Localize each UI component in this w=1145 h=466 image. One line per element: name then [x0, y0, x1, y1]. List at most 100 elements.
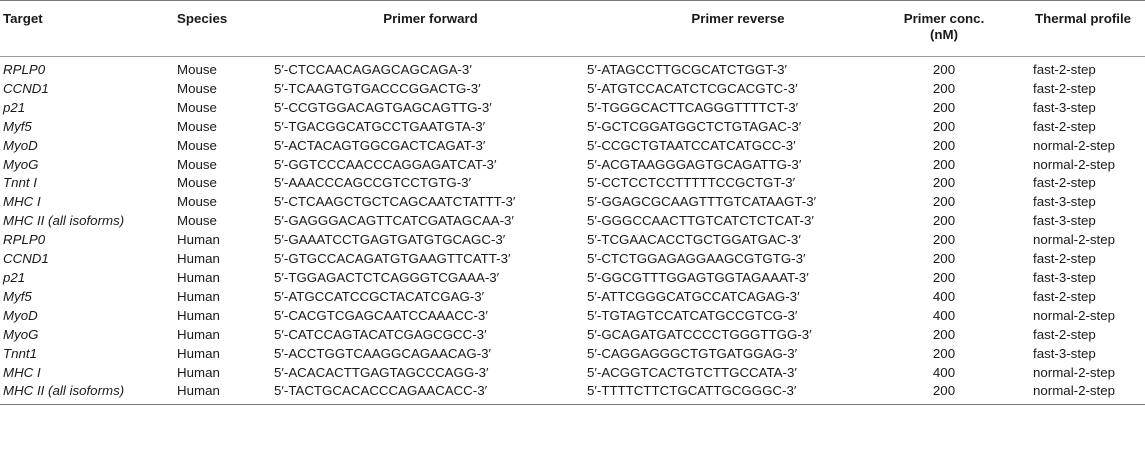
- cell-primer-reverse: 5′-CTCTGGAGAGGAAGCGTGTG-3′: [587, 251, 806, 267]
- table-row: CCND1 Mouse 5′-TCAAGTGTGACCCGGACTG-3′ 5′-AT…: [0, 80, 1145, 99]
- cell-thermal-profile: normal-2-step: [1033, 364, 1116, 380]
- cell-primer-conc: 200: [932, 194, 956, 210]
- cell-primer-reverse: 5′-TGTAGTCCATCATGCCGTCG-3′: [587, 307, 798, 323]
- cell-target: Tnnt1: [3, 345, 38, 361]
- table-row: Tnnt I Mouse 5′-AAACCCAGCCGTCCTGTG-3′ 5′-CC…: [0, 174, 1145, 193]
- cell-primer-forward: 5′-GAAATCCTGAGTGATGTGCAGC-3′: [274, 232, 506, 248]
- cell-target: p21: [3, 99, 26, 115]
- cell-primer-conc: 200: [932, 175, 956, 191]
- cell-target: Myf5: [3, 288, 32, 304]
- cell-primer-conc: 200: [932, 232, 956, 248]
- cell-primer-reverse: 5′-CCGCTGTAATCCATCATGCC-3′: [587, 137, 796, 153]
- table-header-row: Target Species Primer forward Primer rev…: [0, 0, 1145, 57]
- cell-primer-conc: 200: [932, 213, 956, 229]
- cell-species: Human: [177, 364, 220, 380]
- cell-primer-conc: 200: [932, 326, 956, 342]
- cell-primer-reverse: 5′-GGAGCGCAAGTTTGTCATAAGT-3′: [587, 194, 817, 210]
- cell-species: Mouse: [177, 194, 217, 210]
- cell-target: Tnnt I: [3, 175, 37, 191]
- cell-primer-reverse: 5′-ATGTCCACATCTCGCACGTC-3′: [587, 80, 798, 96]
- cell-thermal-profile: fast-2-step: [1033, 118, 1096, 134]
- cell-primer-reverse: 5′-TCGAACACCTGCTGGATGAC-3′: [587, 232, 801, 248]
- header-species: Species: [177, 0, 274, 57]
- cell-primer-forward: 5′-GAGGGACAGTTCATCGATAGCAA-3′: [274, 213, 514, 229]
- header-target: Target: [0, 0, 177, 57]
- cell-primer-forward: 5′-GTGCCACAGATGTGAAGTTCATT-3′: [274, 251, 511, 267]
- cell-primer-reverse: 5′-ATAGCCTTGCGCATCTGGT-3′: [587, 62, 788, 77]
- cell-primer-conc: 200: [932, 251, 956, 267]
- cell-primer-reverse: 5′-CCTCCTCCTTTTTCCGCTGT-3′: [587, 175, 796, 191]
- header-primer-reverse: Primer reverse: [587, 0, 889, 57]
- cell-primer-reverse: 5′-CAGGAGGGCTGTGATGGAG-3′: [587, 345, 798, 361]
- cell-thermal-profile: normal-2-step: [999, 382, 1145, 406]
- header-primer-conc-line2: (nM): [929, 27, 959, 42]
- cell-species: Mouse: [177, 118, 217, 134]
- cell-primer-reverse: 5′-GGGCCAACTTGTCATCTCTCAT-3′: [587, 213, 814, 229]
- cell-primer-forward: 5′-TGACGGCATGCCTGAATGTA-3′: [274, 118, 486, 134]
- cell-thermal-profile: fast-2-step: [1033, 326, 1096, 342]
- cell-species: Mouse: [177, 175, 217, 191]
- header-primer-conc: Primer conc. (nM): [889, 0, 999, 57]
- cell-thermal-profile: normal-2-step: [1033, 307, 1116, 323]
- cell-thermal-profile: normal-2-step: [1033, 232, 1116, 248]
- cell-primer-conc: 200: [932, 345, 956, 361]
- cell-primer-conc: 200: [932, 62, 956, 77]
- table-row: MyoG Human 5′-CATCCAGTACATCGAGCGCC-3′ 5′-GC…: [0, 326, 1145, 345]
- table-row: Myf5 Mouse 5′-TGACGGCATGCCTGAATGTA-3′ 5′-GC…: [0, 118, 1145, 137]
- cell-target: MyoD: [3, 307, 38, 323]
- cell-primer-conc: 200: [932, 137, 956, 153]
- cell-thermal-profile: fast-2-step: [1033, 251, 1096, 267]
- cell-primer-reverse: 5′-TTTTCTTCTGCATTGCGGGC-3′: [587, 382, 889, 406]
- cell-target: MHC I: [3, 194, 41, 210]
- cell-target: MHC II (all isoforms): [3, 213, 125, 229]
- cell-species: Mouse: [177, 80, 217, 96]
- header-primer-conc-line1: Primer conc.: [903, 11, 985, 26]
- cell-primer-reverse: 5′-GCAGATGATCCCCTGGGTTGG-3′: [587, 326, 812, 342]
- cell-primer-reverse: 5′-GCTCGGATGGCTCTGTAGAC-3′: [587, 118, 802, 134]
- cell-species: Mouse: [177, 62, 217, 77]
- cell-thermal-profile: normal-2-step: [1033, 137, 1116, 153]
- cell-thermal-profile: fast-2-step: [1033, 175, 1096, 191]
- cell-primer-reverse: 5′-ACGTAAGGGAGTGCAGATTG-3′: [587, 156, 802, 172]
- primer-table: Target Species Primer forward Primer rev…: [0, 0, 1145, 406]
- cell-primer-forward: 5′-TCAAGTGTGACCCGGACTG-3′: [274, 80, 481, 96]
- cell-species: Human: [177, 326, 220, 342]
- cell-primer-forward: 5′-CTCCAACAGAGCAGCAGA-3′: [274, 62, 472, 77]
- cell-species: Human: [177, 307, 220, 323]
- cell-primer-reverse: 5′-TGGGCACTTCAGGGTTTTCT-3′: [587, 99, 799, 115]
- header-primer-forward: Primer forward: [274, 0, 587, 57]
- cell-primer-conc: 200: [932, 156, 956, 172]
- cell-thermal-profile: fast-2-step: [1033, 62, 1096, 77]
- cell-primer-forward: 5′-TACTGCACACCCAGAACACC-3′: [274, 382, 587, 406]
- cell-species: Human: [177, 345, 220, 361]
- cell-target: MyoG: [3, 156, 39, 172]
- cell-primer-reverse: 5′-ACGGTCACTGTCTTGCCATA-3′: [587, 364, 797, 380]
- cell-target: MyoD: [3, 137, 38, 153]
- cell-target: MHC I: [3, 364, 41, 380]
- cell-primer-forward: 5′-CATCCAGTACATCGAGCGCC-3′: [274, 326, 487, 342]
- cell-species: Human: [177, 269, 220, 285]
- cell-thermal-profile: fast-3-step: [1033, 99, 1096, 115]
- cell-primer-conc: 400: [932, 364, 956, 380]
- cell-species: Human: [177, 251, 220, 267]
- cell-thermal-profile: fast-3-step: [1033, 269, 1096, 285]
- cell-species: Human: [177, 232, 220, 248]
- cell-primer-forward: 5′-TGGAGACTCTCAGGGTCGAAA-3′: [274, 269, 500, 285]
- cell-thermal-profile: normal-2-step: [1033, 156, 1116, 172]
- cell-primer-forward: 5′-AAACCCAGCCGTCCTGTG-3′: [274, 175, 472, 191]
- cell-primer-conc: 200: [932, 99, 956, 115]
- cell-thermal-profile: fast-3-step: [1033, 213, 1096, 229]
- cell-target: Myf5: [3, 118, 32, 134]
- cell-primer-conc: 400: [932, 288, 956, 304]
- cell-target: CCND1: [3, 80, 49, 96]
- cell-primer-forward: 5′-ACACACTTGAGTAGCCCAGG-3′: [274, 364, 489, 380]
- cell-target: MyoG: [3, 326, 39, 342]
